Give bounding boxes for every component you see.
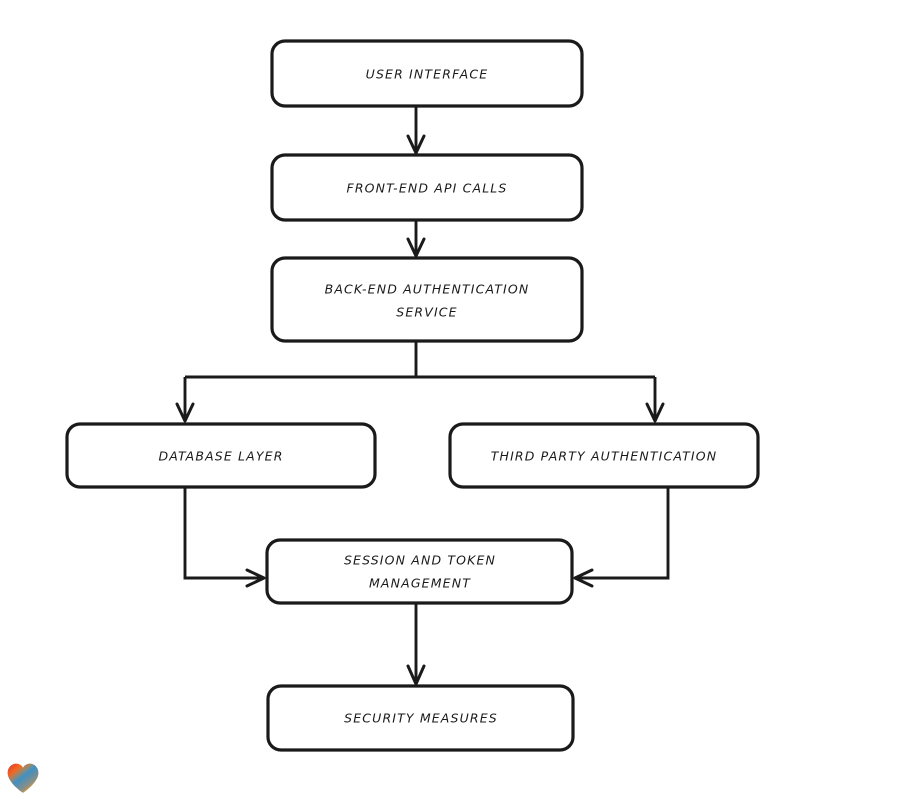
node-back-end-authentication-service-shape	[270, 256, 584, 343]
node-user-interface[interactable]: USER INTERFACE	[270, 39, 584, 108]
node-user-interface-shape	[270, 39, 584, 108]
node-session-and-token-management-label-line2: MANAGEMENT	[369, 576, 471, 591]
node-front-end-api-calls-shape	[270, 153, 584, 222]
connector-database-to-session	[183, 487, 266, 588]
connector-ui-to-api	[406, 106, 426, 155]
node-third-party-authentication-label: THIRD PARTY AUTHENTICATION	[491, 449, 718, 464]
node-database-layer[interactable]: DATABASE LAYER	[65, 422, 377, 489]
connector-backend-split-bar	[185, 341, 655, 379]
connector-session-to-security	[406, 603, 426, 686]
node-group: USER INTERFACE FRONT-END API CALLS BACK-…	[65, 39, 760, 752]
node-third-party-authentication[interactable]: THIRD PARTY AUTHENTICATION	[448, 422, 760, 489]
node-session-and-token-management[interactable]: SESSION AND TOKEN MANAGEMENT	[265, 538, 574, 605]
connector-group	[175, 106, 670, 686]
connector-backend-to-database	[175, 377, 195, 423]
node-database-layer-shape	[65, 422, 377, 489]
node-front-end-api-calls[interactable]: FRONT-END API CALLS	[270, 153, 584, 222]
node-back-end-authentication-service-label-line2: SERVICE	[396, 305, 457, 320]
node-database-layer-label: DATABASE LAYER	[158, 449, 283, 464]
node-back-end-authentication-service-label-line1: BACK-END AUTHENTICATION	[325, 282, 530, 297]
connector-api-to-backend	[406, 220, 426, 258]
node-security-measures-shape	[266, 684, 575, 752]
connector-backend-to-thirdparty	[645, 377, 665, 423]
node-back-end-authentication-service[interactable]: BACK-END AUTHENTICATION SERVICE	[270, 256, 584, 343]
node-user-interface-label: USER INTERFACE	[366, 67, 489, 82]
connector-thirdparty-to-session	[573, 487, 670, 588]
heart-icon	[7, 763, 39, 793]
node-third-party-authentication-shape	[448, 422, 760, 489]
node-security-measures-label: SECURITY MEASURES	[344, 711, 498, 726]
node-session-and-token-management-shape	[265, 538, 574, 605]
node-front-end-api-calls-label: FRONT-END API CALLS	[346, 181, 507, 196]
node-security-measures[interactable]: SECURITY MEASURES	[266, 684, 575, 752]
node-session-and-token-management-label-line1: SESSION AND TOKEN	[344, 553, 496, 568]
